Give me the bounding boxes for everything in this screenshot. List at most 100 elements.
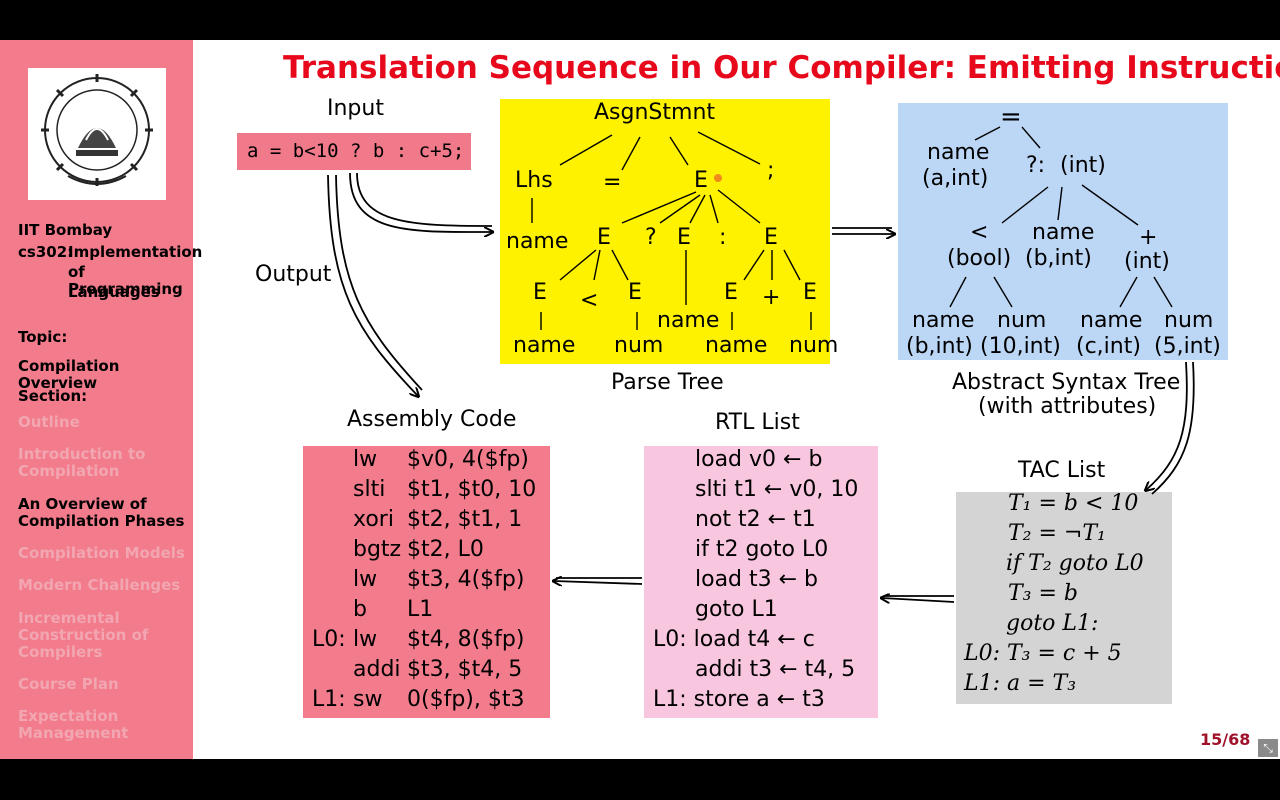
ast-edges [949,126,1173,308]
parse-tree-marker [714,174,722,182]
asm-row-op: lw [353,447,378,472]
pt-leaf-name-c: name [705,333,768,358]
pt-leaf-name-b: name [513,333,576,358]
asm-row-args: $v0, 4($fp) [407,447,529,472]
section-label: Section: [18,387,88,405]
asm-row-args: 0($fp), $t3 [407,687,525,712]
slide-title: Translation Sequence in Our Compiler: Em… [283,50,1280,86]
section-item-expectation-line-2[interactable]: Management [18,724,129,742]
asm-row-op: addi [353,657,401,682]
output-label: Output [255,262,332,287]
pt-node-eq: = [603,170,622,195]
asm-row-op: b [353,597,367,622]
pt-node-e-top: E [694,168,708,193]
ast-leaf-2: num [997,308,1047,333]
course-name-line-3: Languages [68,283,160,301]
asm-row-args: $t2, L0 [407,537,484,562]
section-item-introduction-line-1[interactable]: Introduction to [18,445,146,463]
pt-node-lt: < [580,288,599,313]
institute-name: IIT Bombay [18,221,113,239]
pt-node-e-add-right: E [803,280,817,305]
pt-node-name-lhs: name [506,229,569,254]
pt-leaf-num-10: num [614,333,664,358]
pt-node-plus: + [762,285,781,310]
pt-leaf-num-5: num [789,333,839,358]
section-item-introduction-line-2[interactable]: Compilation [18,462,120,480]
pt-node-e-then: E [677,225,691,250]
asm-row-label: L1: [312,687,346,712]
section-item-outline[interactable]: Outline [18,413,80,431]
tac-line: L0: T₃ = c + 5 [964,641,1122,666]
asm-row-args: L1 [407,597,434,622]
ast-node-name-a-attr: (a,int) [922,166,989,191]
pt-node-semicolon: ; [767,158,775,183]
ast-node-name-b-attr: (b,int) [1025,246,1092,271]
input-box [237,133,471,170]
section-item-modern-challenges[interactable]: Modern Challenges [18,576,181,594]
tac-box [956,492,1172,704]
ast-caption-line-1: Abstract Syntax Tree [952,370,1181,395]
rtl-line: addi t3 ← t4, 5 [695,657,856,682]
rtl-line: goto L1 [695,597,778,622]
tac-line: T₂ = ¬T₁ [1008,521,1106,546]
asm-row-op: lw [353,627,378,652]
pt-node-asgnstmnt: AsgnStmnt [594,100,716,125]
ast-leaf-4: num [1164,308,1214,333]
ast-node-lt: < [970,220,989,245]
logo-emblem-icon [41,74,153,186]
section-item-incremental-line-2[interactable]: Construction of [18,626,149,644]
page-number: 15/68 [1200,730,1251,749]
input-label: Input [327,96,384,121]
asm-row-args: $t3, $t4, 5 [407,657,523,682]
ast-caption-line-2: (with attributes) [978,394,1157,419]
ast-leaf-4-attr: (5,int) [1154,334,1221,359]
diagram-connectors [327,126,1195,759]
sidebar: IIT Bombay cs302: Implementation of Prog… [0,40,202,759]
section-item-expectation-line-1[interactable]: Expectation [18,707,119,725]
section-item-overview-line-1[interactable]: An Overview of [18,495,147,513]
ast-leaf-1-attr: (b,int) [906,334,973,359]
asm-row-args: $t1, $t0, 10 [407,477,537,502]
tac-line: goto L1: [1006,611,1099,636]
section-item-incremental-line-3[interactable]: Compilers [18,643,103,661]
asm-caption: Assembly Code [347,407,517,432]
ast-leaf-3: name [1080,308,1143,333]
asm-row-args: $t3, 4($fp) [407,567,525,592]
section-item-incremental-line-1[interactable]: Incremental [18,609,120,627]
rtl-line: L1: store a ← t3 [653,687,825,712]
section-item-compilation-models[interactable]: Compilation Models [18,544,185,562]
ast-node-lt-attr: (bool) [947,246,1012,271]
input-code: a = b<10 ? b : c+5; [247,140,465,162]
ast-node-assign: = [1000,102,1022,132]
ast-leaf-1: name [912,308,975,333]
asm-row-args: $t2, $t1, 1 [407,507,523,532]
section-item-overview-line-2[interactable]: Compilation Phases [18,512,185,530]
exit-fullscreen-icon[interactable]: ⤡ [1258,739,1278,757]
slide: IIT Bombay cs302: Implementation of Prog… [0,40,1280,759]
rtl-line: L0: load t4 ← c [653,627,815,652]
tac-line: if T₂ goto L0 [1006,551,1144,576]
asm-row-op: slti [353,477,386,502]
asm-row-op: xori [353,507,394,532]
pt-node-name-then: name [657,308,720,333]
pt-node-lhs: Lhs [515,168,553,193]
pt-node-e-right: E [628,280,642,305]
ast-leaf-3-attr: (c,int) [1076,334,1141,359]
ast-node-cond: ?: [1026,153,1046,178]
topic-link[interactable]: Compilation Overview [18,357,120,392]
ast-node-name-b: name [1032,220,1095,245]
ast-node-name-a: name [927,140,990,165]
asm-row-op: bgtz [353,537,402,562]
pt-node-e-left: E [533,280,547,305]
pt-node-e-else: E [764,225,778,250]
iit-bombay-logo [28,68,166,200]
rtl-box [644,446,878,718]
parse-tree-edges [531,131,812,330]
ast-leaf-2-attr: (10,int) [980,334,1061,359]
section-item-course-plan[interactable]: Course Plan [18,675,119,693]
ast-node-plus-attr: (int) [1124,249,1170,274]
asm-row-op: lw [353,567,378,592]
pt-node-e-cond: E [597,225,611,250]
pt-node-colon: : [719,225,727,250]
pt-node-question: ? [645,225,657,250]
